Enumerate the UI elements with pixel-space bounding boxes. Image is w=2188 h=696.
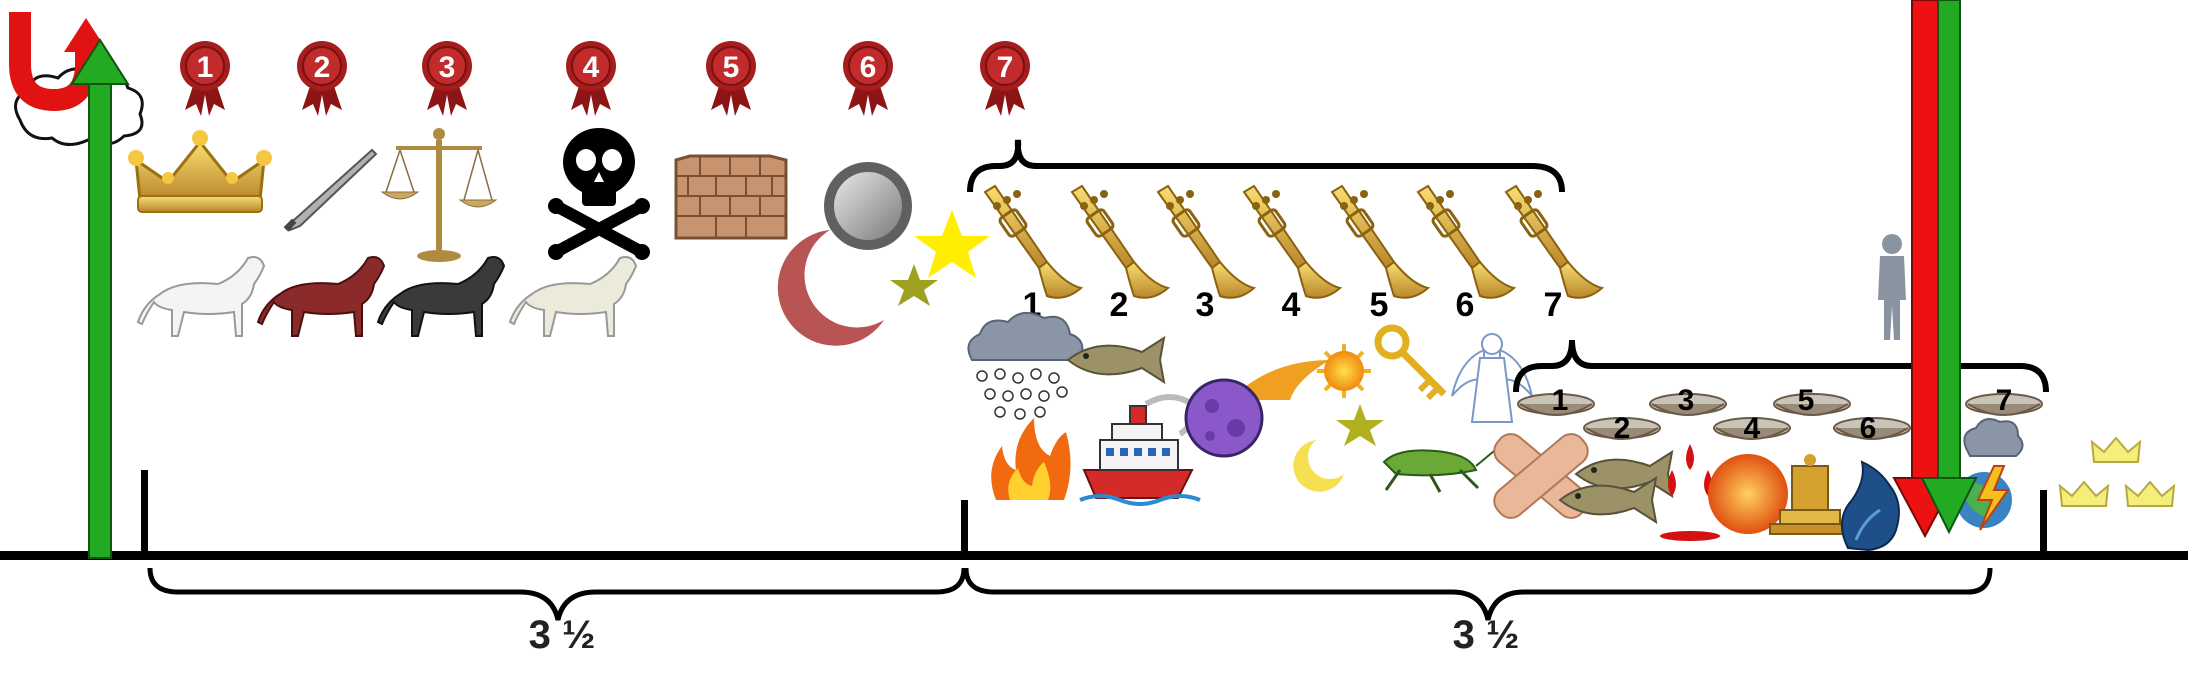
trumpet-2-icon	[1070, 184, 1170, 300]
crown-icon	[128, 130, 272, 213]
trumpet-3-icon	[1156, 184, 1256, 300]
seal-rosette-7: 7	[979, 40, 1031, 117]
meteor-icon	[1184, 360, 1330, 458]
seal-label-5: 5	[723, 51, 740, 84]
ship-icon	[1079, 394, 1201, 506]
locust-icon	[1382, 445, 1501, 493]
second-half-brace	[963, 567, 1993, 621]
river-icon	[1841, 460, 1900, 552]
blood-drops-icon	[1660, 444, 1720, 541]
trumpet-label-2: 2	[1110, 286, 1129, 324]
seal-rosette-6: 6	[842, 40, 894, 117]
black-horse-icon	[377, 256, 505, 337]
bowls-brace	[1513, 339, 2049, 393]
sword-icon	[283, 148, 378, 232]
hail-cloud-icon	[967, 311, 1084, 420]
crowns-icon	[2059, 437, 2175, 507]
trumpet-label-6: 6	[1456, 286, 1475, 324]
trumpet-label-3: 3	[1196, 286, 1215, 324]
trumpet-label-7: 7	[1544, 286, 1563, 324]
trumpet-4-icon	[1242, 184, 1342, 300]
start-tick	[141, 470, 148, 554]
trumpet-5-icon	[1330, 184, 1430, 300]
seal-rosette-2: 2	[296, 40, 348, 117]
person-silhouette-icon	[1878, 234, 1906, 340]
trumpet-label-5: 5	[1370, 286, 1389, 324]
first-half-brace	[147, 567, 967, 621]
skull-crossbones-icon	[548, 128, 650, 260]
angel-icon	[1451, 333, 1533, 423]
timeline-axis	[0, 551, 2188, 560]
sun-moon-star-icon	[777, 162, 990, 346]
green-down-arrow-icon	[1920, 0, 1978, 535]
white-horse-icon	[137, 256, 265, 337]
second-half-label: 3 ½	[1453, 613, 1520, 657]
seal-rosette-4: 4	[565, 40, 617, 117]
up-arrow-icon	[70, 38, 130, 559]
key-icon	[1374, 324, 1447, 401]
down-arrow-icon	[1892, 0, 1958, 539]
trumpet-6-icon	[1416, 184, 1516, 300]
trumpet-label-4: 4	[1282, 286, 1301, 324]
seal-label-4: 4	[583, 51, 600, 84]
throne-icon	[1769, 454, 1851, 535]
end-tick	[2040, 490, 2047, 554]
mid-tick	[961, 500, 968, 554]
bowl-label-1: 1	[1552, 384, 1569, 417]
trumpet-1-icon	[983, 184, 1083, 300]
red-horse-icon	[257, 256, 385, 337]
altar-wall-icon	[674, 154, 788, 240]
first-half-label: 3 ½	[529, 613, 596, 657]
seal-rosette-5: 5	[705, 40, 757, 117]
seal-label-7: 7	[997, 51, 1014, 84]
seal-rosette-3: 3	[421, 40, 473, 117]
sun-icon	[1317, 344, 1371, 398]
seal-label-2: 2	[314, 51, 331, 84]
scorching-sun-icon	[1708, 454, 1788, 534]
bowl-labels: 1 2 3 4 5 6 7	[1552, 384, 2013, 445]
bowl-label-3: 3	[1678, 384, 1695, 417]
bowl-label-7: 7	[1996, 384, 2013, 417]
bowl-label-2: 2	[1614, 412, 1631, 445]
seal-label-1: 1	[197, 51, 214, 84]
pale-horse-icon	[509, 256, 637, 337]
storm-earth-icon	[1956, 418, 2024, 531]
seal-label-6: 6	[860, 51, 877, 84]
seal-rosette-1: 1	[179, 40, 231, 117]
fire-icon	[991, 418, 1071, 500]
scales-icon	[380, 128, 498, 262]
bowl-label-6: 6	[1860, 412, 1877, 445]
seal-rosettes: 1 2 3 4 5 6 7	[179, 40, 1031, 117]
trumpets-brace	[967, 139, 1565, 193]
bowl-label-5: 5	[1798, 384, 1815, 417]
moon-star-icon	[1293, 404, 1384, 492]
seal-label-3: 3	[439, 51, 456, 84]
trumpet-row	[983, 184, 1604, 300]
trumpet-7-icon	[1504, 184, 1604, 300]
bowl-row	[1517, 393, 2043, 440]
bowl-label-4: 4	[1744, 412, 1761, 445]
